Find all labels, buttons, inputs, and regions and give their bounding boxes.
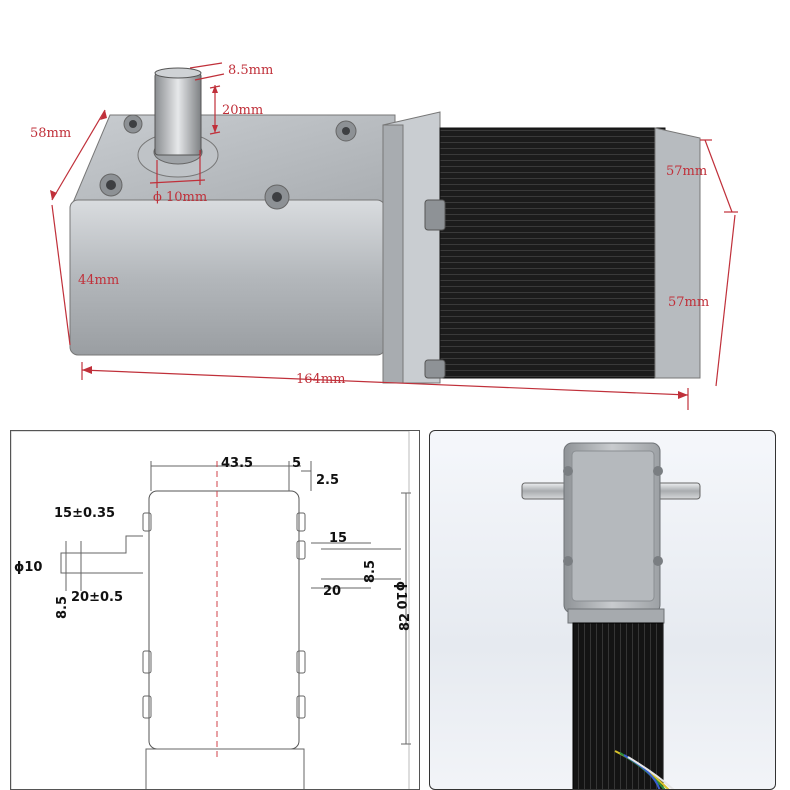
stepper-motor (572, 622, 664, 789)
dim-phi10-left: ϕ10 (14, 560, 42, 575)
dim-15-right: 15 (329, 531, 347, 546)
label-gearbox-depth: 58mm (30, 126, 71, 141)
technical-drawing: 43.5 5 2.5 15±0.35 ϕ10 20±0.5 8.5 15 8.5… (11, 431, 413, 789)
motor-end-cap (654, 127, 701, 379)
dim-phi10-right: ϕ10 (393, 581, 408, 609)
right-shaft (654, 482, 701, 500)
dim-82: 82 (398, 613, 413, 631)
label-gearbox-height: 44mm (78, 273, 119, 288)
drawing-outline (11, 431, 411, 789)
label-shaft-length: 20mm (222, 103, 263, 118)
dim-8-5-right: 8.5 (363, 560, 378, 583)
dim-width-43-5: 43.5 (221, 456, 253, 471)
dim-20-right: 20 (323, 584, 341, 599)
stepper-motor-body (439, 127, 666, 379)
output-shaft (154, 72, 202, 156)
dim-5: 5 (292, 456, 301, 471)
vertical-gear-motor-photo (521, 442, 701, 789)
label-total-length: 164mm (296, 372, 345, 387)
motor-flange (567, 608, 665, 624)
dim-15-tolerance: 15±0.35 (54, 506, 115, 521)
dim-2-5: 2.5 (316, 473, 339, 488)
product-photo-panel: 8.5mm 20mm 58mm ϕ 10mm 44mm 164mm 57mm 5… (30, 62, 738, 410)
vertical-motor-photo-panel (429, 430, 776, 790)
technical-drawing-panel: 43.5 5 2.5 15±0.35 ϕ10 20±0.5 8.5 15 8.5… (10, 430, 420, 790)
dim-20-tolerance: 20±0.5 (71, 590, 123, 605)
dimension-arrows (50, 85, 688, 399)
motor-wires (614, 750, 675, 789)
label-motor-width: 57mm (668, 295, 709, 310)
dim-8-5-left: 8.5 (55, 596, 70, 619)
label-shaft-width: 8.5mm (228, 63, 273, 78)
gear-motor-photo: 8.5mm 20mm 58mm ϕ 10mm 44mm 164mm 57mm 5… (30, 62, 738, 410)
left-shaft (521, 482, 571, 500)
label-shaft-diameter: ϕ 10mm (153, 190, 207, 205)
bolt-holes (99, 114, 357, 210)
label-motor-height: 57mm (666, 164, 707, 179)
